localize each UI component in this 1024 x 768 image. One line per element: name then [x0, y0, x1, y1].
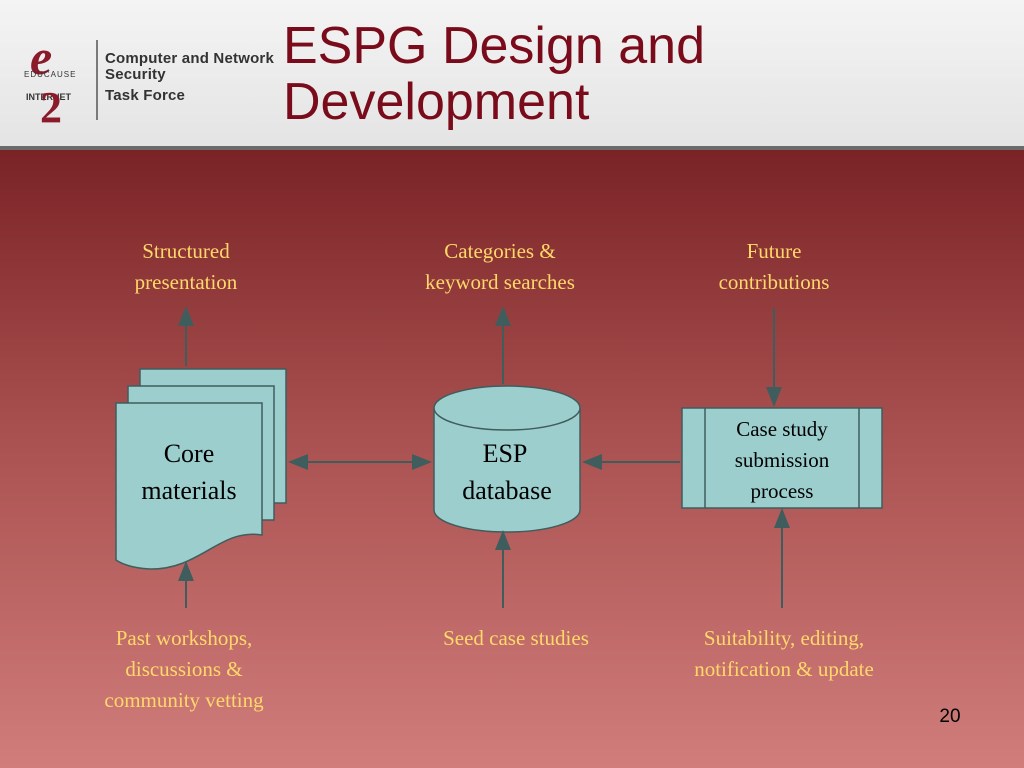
esp-label-line-2: database: [462, 476, 552, 505]
future-contributions-label: Future contributions: [674, 236, 874, 298]
past-workshops-label: Past workshops, discussions & community …: [64, 623, 304, 716]
task-force-line-1: Computer and Network: [105, 50, 275, 67]
title-line-2: Development: [283, 73, 590, 131]
suitability-label: Suitability, editing, notification & upd…: [664, 623, 904, 685]
esp-label-line-1: ESP: [483, 439, 528, 468]
future-line-1: Future: [746, 239, 802, 263]
case-label-line-1: Case study: [736, 417, 828, 441]
seed-line-1: Seed case studies: [443, 626, 589, 650]
suitability-line-1: Suitability, editing,: [703, 626, 865, 650]
core-materials-node: Core materials: [115, 368, 287, 570]
task-force-line-2: Security: [105, 66, 166, 83]
case-label-line-2: submission: [735, 448, 830, 472]
title-line-1: ESPG Design and: [283, 17, 706, 75]
internet2-logo-icon: 2: [40, 83, 62, 132]
esp-database-node: ESP database: [433, 385, 581, 533]
seed-case-studies-label: Seed case studies: [406, 623, 626, 654]
past-line-3: community vetting: [104, 688, 264, 712]
case-label-line-3: process: [751, 479, 814, 503]
structured-presentation-label: Structured presentation: [86, 236, 286, 298]
slide-header: e EDUCAUSE INTERNET 2 Computer and Netwo…: [0, 0, 1024, 150]
case-study-process-node: Case study submission process: [681, 407, 883, 509]
core-label-line-1: Core: [164, 439, 215, 468]
past-line-1: Past workshops,: [115, 626, 253, 650]
logo-divider: [96, 40, 98, 120]
suitability-line-2: notification & update: [694, 657, 874, 681]
past-line-2: discussions &: [125, 657, 243, 681]
educause-e-logo-icon: e: [30, 29, 53, 85]
structured-line-1: Structured: [142, 239, 230, 263]
core-label-line-2: materials: [141, 476, 236, 505]
educause-wordmark: EDUCAUSE: [24, 70, 77, 79]
categories-line-2: keyword searches: [425, 270, 575, 294]
page-title: ESPG Design and Development: [283, 18, 843, 130]
categories-line-1: Categories &: [444, 239, 556, 263]
internet-wordmark: INTERNET: [26, 92, 71, 102]
structured-line-2: presentation: [134, 270, 238, 294]
future-line-2: contributions: [718, 270, 830, 294]
categories-label: Categories & keyword searches: [390, 236, 610, 298]
task-force-line-3: Task Force: [105, 87, 186, 104]
page-number: 20: [939, 706, 961, 727]
connector-arrows: [178, 306, 790, 608]
